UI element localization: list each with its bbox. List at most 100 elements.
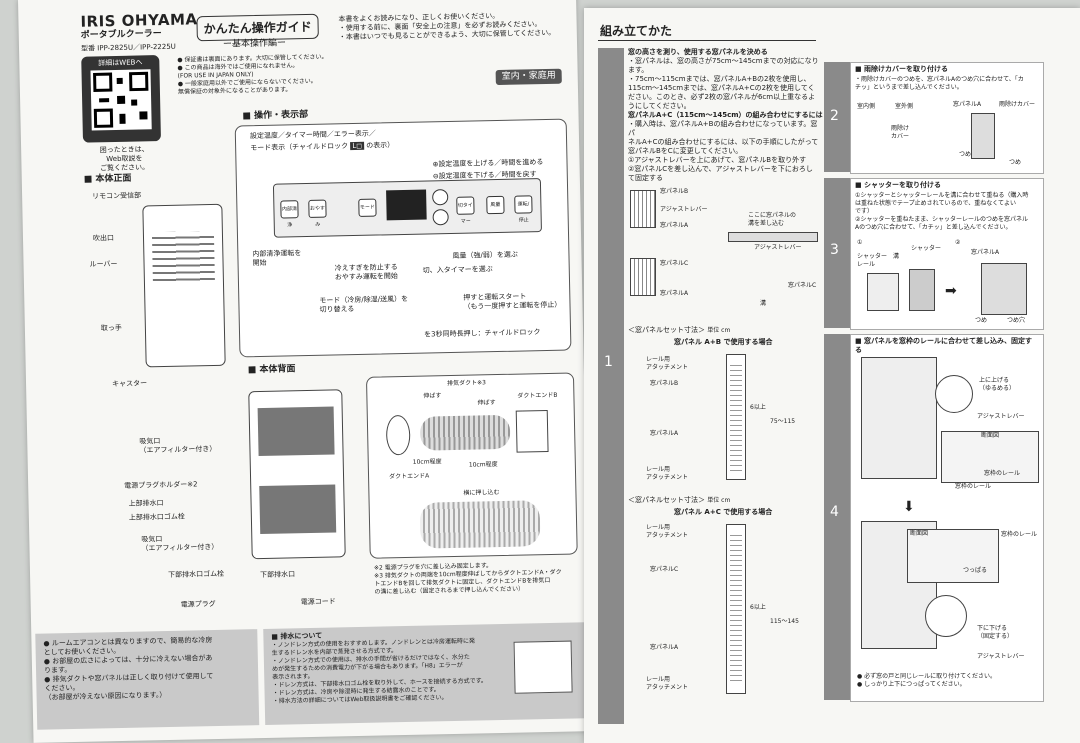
section-back-heading: ■ 本体背面 xyxy=(247,364,296,376)
step3-heading: ■ シャッターを取り付ける xyxy=(855,181,942,189)
section-front-heading: ■ 本体正面 xyxy=(83,173,132,185)
cross-section-title: 断面図 xyxy=(980,432,999,439)
right-manual-page: 組み立てかた 1 窓の高さを測り、使用する窓パネルを決める ・窓パネルは、窓の高… xyxy=(584,8,1080,743)
step3-box: ■ シャッターを取り付ける ①シャッターとシャッターレールを溝に合わせて重ねる（… xyxy=(850,178,1044,330)
fig-label: 窓パネルC xyxy=(788,282,817,289)
fig-label: つめ xyxy=(975,317,988,324)
set-ab-label: レール用 xyxy=(646,466,671,473)
set-ab-labels: レール用 アタッチメント xyxy=(646,356,688,372)
shutter-rail-graphic xyxy=(867,273,899,311)
step2-heading: ■ 雨除けカバーを取り付ける xyxy=(855,65,949,73)
fig-label: アジャストレバー xyxy=(660,206,708,213)
panel-ab-fill xyxy=(730,361,742,471)
fan-button[interactable]: 風量 xyxy=(486,195,505,215)
cross-section-top: 断面図 窓枠のレール xyxy=(941,431,1039,483)
step3-notes: ①シャッターとシャッターレールを溝に合わせて重ねる（購入時 は重ねた状態でテープ… xyxy=(851,192,1043,232)
label-mode-1: モード（冷房/除湿/送風）を xyxy=(319,294,409,305)
set-ac-label: 窓パネルC xyxy=(650,566,679,573)
step2-box: ■ 雨除けカバーを取り付ける ・雨除けカバーのつめを、窓パネルAのつめ穴に合わせ… xyxy=(850,62,1044,174)
sleep-button[interactable]: おやすみ xyxy=(308,199,327,228)
drain-notes: ■ 排水について ・ノンドレン方式の使用をおすすめします。ノンドレンとは冷房運転… xyxy=(263,624,515,710)
set-ac-label: アタッチメント xyxy=(646,684,689,691)
duct-photo-graphic xyxy=(419,500,541,549)
set-ab-labels-2: レール用 アタッチメント xyxy=(646,466,688,482)
step4-heading: ■ 窓パネルを窓枠のレールに合わせて差し込み、固定する xyxy=(855,337,1033,354)
label-mode-display-text: モード表示（チャイルドロック xyxy=(250,142,349,153)
qr-block[interactable]: 詳細はWEBへ xyxy=(81,55,161,143)
step1-note: ・窓パネルは、窓の高さが75cm〜145cmまでの対応になります。 xyxy=(628,57,819,74)
rain-cover-graphic xyxy=(971,113,995,159)
fig-label: 窓パネルA xyxy=(953,101,982,108)
duct-label: 10cm程度 xyxy=(468,461,498,469)
arrow-icon: ➡ xyxy=(945,283,957,299)
step4-box: ■ 窓パネルを窓枠のレールに合わせて差し込み、固定する 上に上げる （ゆるめる）… xyxy=(850,334,1044,702)
left-manual-page: IRIS OHYAMA ポータブルクーラー 型番 IPP-2825U／IPP-2… xyxy=(18,0,592,743)
duct-end-b-graphic xyxy=(515,409,549,453)
footnotes: ※2 電源プラグを穴に差し込み固定します。 ※3 排気ダクトの両端を10cm程度… xyxy=(374,560,581,596)
unit-label: 単位 cm xyxy=(707,327,731,334)
set-ab-label: レール用 xyxy=(646,356,671,363)
label-mode-2: 切り替える xyxy=(319,305,355,314)
fig-label: 窓枠のレール xyxy=(1001,531,1038,538)
web-help: 困ったときは、 Web取説を ご覧ください。 xyxy=(87,145,162,174)
label-clean-1: 内部清浄運転を xyxy=(252,249,302,259)
set-ac-labels: レール用 アタッチメント xyxy=(646,524,688,540)
fig-label: つめ穴 xyxy=(959,151,978,158)
step-number: 4 xyxy=(830,504,839,520)
step1-note: ネルA+Cの組み合わせにするには、以下の手順にしたがって xyxy=(628,138,819,146)
display-screen xyxy=(386,189,427,221)
web-label: 詳細はWEBへ xyxy=(98,58,143,68)
back-filter-bottom xyxy=(259,484,337,535)
set-ab-title: ＜窓パネルセット寸法＞ xyxy=(628,326,705,334)
set-ac-label: レール用 xyxy=(646,676,671,683)
label-sleep-2: おやすみ運転を開始 xyxy=(334,272,398,282)
guide-title: かんたん操作ガイド xyxy=(196,13,319,42)
set-ac-title: ＜窓パネルセット寸法＞ xyxy=(628,496,705,504)
label-start: 押すと運転スタート（もう一度押すと運転を停止） xyxy=(463,292,561,312)
control-panel-figure: 設定温度／タイマー時間／エラー表示／ モード表示（チャイルドロック L◻ の表示… xyxy=(234,118,572,358)
fig-label: アジャストレバー xyxy=(977,653,1025,660)
lock-icon: L◻ xyxy=(350,141,365,151)
bottom-notes-left: ● ルームエアコンとは異なりますので、簡易的な冷房 としてお使いください。 ● … xyxy=(35,629,260,730)
set-ac-label: レール用 xyxy=(646,524,671,531)
fig-label: つっぱる xyxy=(963,567,988,574)
step1-text: 窓の高さを測り、使用する窓パネルを決める ・窓パネルは、窓の高さが75cm〜14… xyxy=(628,48,824,183)
up-button[interactable] xyxy=(432,189,449,206)
back-filter-top xyxy=(257,406,335,457)
model-number: 型番 IPP-2825U／IPP-2225U xyxy=(80,42,176,53)
assembly-title: 組み立てかた xyxy=(600,24,673,38)
label-mode-display: モード表示（チャイルドロック L◻ の表示） xyxy=(250,141,394,153)
down-button[interactable] xyxy=(432,209,449,226)
duct-figure: 排気ダクト※3 伸ばす 伸ばす ダクトエンドB 10cm程度 10cm程度 ダク… xyxy=(365,372,578,559)
power-button[interactable]: 運転/停止 xyxy=(514,195,533,224)
step-number: 1 xyxy=(604,354,613,370)
exhaust-duct-graphic xyxy=(419,414,511,451)
product-name: ポータブルクーラー xyxy=(80,28,162,41)
guide-title-text: かんたん操作ガイド xyxy=(203,19,312,37)
label-mode: モード（冷房/除湿/送風）を切り替える xyxy=(319,295,408,315)
step3-note: は重ねた状態でテープ止めされているので、重ねなくてよい xyxy=(855,200,1017,207)
step1-note: 115cm〜145cmまでは、窓パネルA+Cの2枚を使用してく xyxy=(628,84,815,92)
label-fan: 風量（強/弱）を選ぶ xyxy=(452,250,518,260)
set-ac-heading: ＜窓パネルセット寸法＞ 単位 cm xyxy=(628,496,730,505)
step2-note: チッ」というまで差し込んでください。 xyxy=(855,84,963,91)
step1-note: ださい。このとき、必ず2枚の窓パネルが6cm以上重なるよ xyxy=(628,93,816,101)
fig-label: 溝 xyxy=(893,253,900,260)
duct-label: 10cm程度 xyxy=(412,458,442,466)
label-temp-up: ⊕設定温度を上げる／時間を進める xyxy=(432,158,544,169)
fig-label: シャッター xyxy=(911,245,942,252)
fig-label: 下に下げる （固定する） xyxy=(977,625,1013,641)
fig-label: 溝 xyxy=(760,300,767,307)
timer-button[interactable]: 切タイマー xyxy=(456,196,475,225)
dim-label: 6以上 xyxy=(750,604,766,611)
arrow-icon: ⬇ xyxy=(903,499,915,515)
unit-front-illustration xyxy=(142,203,226,368)
step1-note: ・75cm〜115cmまでは、窓パネルA+Bの2枚を使用し、 xyxy=(628,75,811,83)
clean-button[interactable]: 内部清浄 xyxy=(280,200,299,228)
web-help-line: ご覧ください。 xyxy=(99,163,150,173)
fig-label: アジャストレバー xyxy=(977,413,1025,420)
drain-illustration xyxy=(513,640,573,694)
dim-label: 75〜115 xyxy=(770,418,796,425)
back-label-line: （エアフィルター付き） xyxy=(141,542,219,553)
mode-button[interactable]: モード xyxy=(358,198,377,217)
